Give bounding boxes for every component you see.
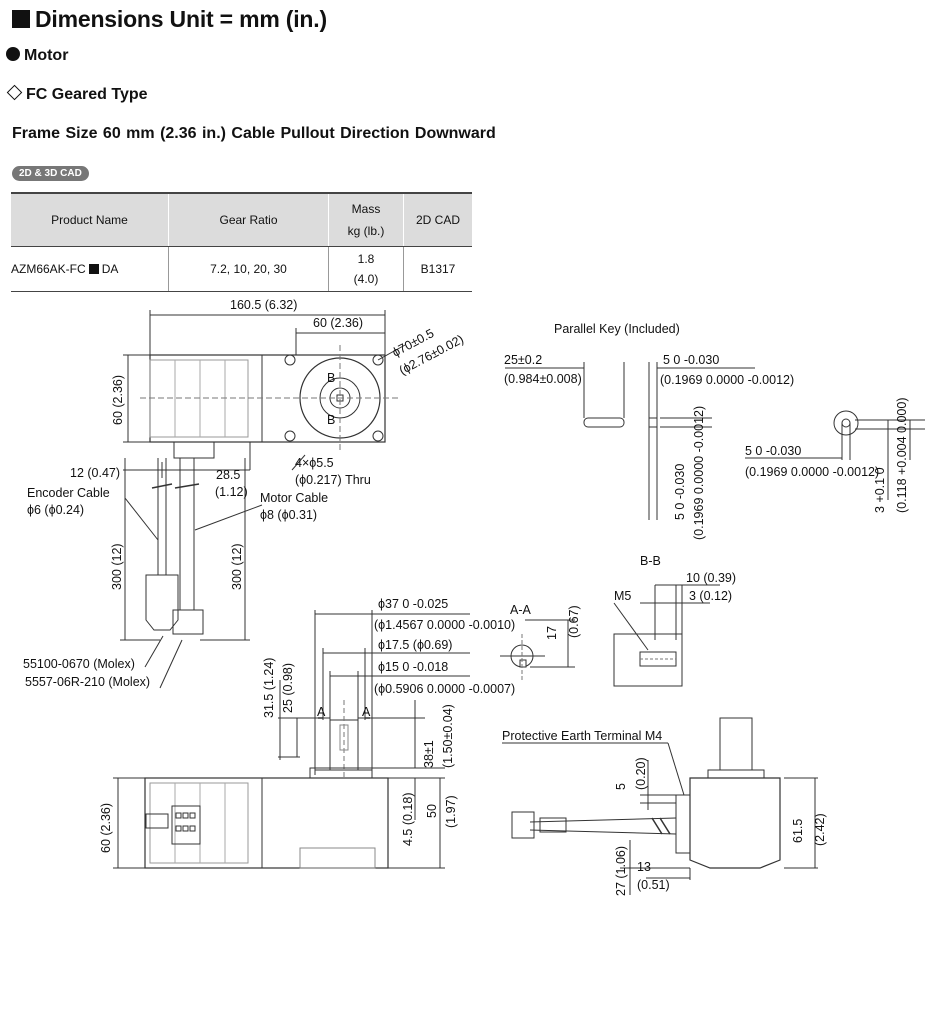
dim-label: 17 [545,626,559,640]
encoder-cable-dia: ϕ6 (ϕ0.24) [27,503,84,517]
dim-label: 25 (0.98) [281,663,295,713]
square-bullet-icon [12,10,30,28]
parallel-key-end [648,417,658,428]
parallel-key-title: Parallel Key (Included) [554,322,680,336]
molex-label: 5557-06R-210 (Molex) [25,675,150,689]
encoder-connector [145,574,179,631]
dim-label: 5 0 -0.030 [663,353,719,367]
dim-label: (ϕ1.4567 0.0000 -0.0010) [374,618,515,632]
mount-hole [284,430,296,442]
dim-label: ϕ15 0 -0.018 [378,660,448,674]
pe-terminal-block [675,794,691,854]
dim-label: 160.5 (6.32) [230,298,297,312]
dim-label: 25±0.2 [504,353,542,367]
section-label-b: B [327,371,335,385]
m5-label: M5 [614,589,631,603]
encoder-connector-bottom [145,813,169,829]
dim-label: (0.1969 0.0000 -0.0012) [745,465,879,479]
section-heading: Motor [6,47,68,65]
dim-label: ϕ37 0 -0.025 [378,597,448,611]
dim-label: 10 (0.39) [686,571,736,585]
header-gear-ratio: Gear Ratio [168,192,329,247]
page-title: Dimensions Unit = mm (in.) [12,6,327,33]
dim-label: 60 (2.36) [111,375,125,425]
dim-label: 60 (2.36) [313,316,363,330]
dim-label: (0.67) [567,605,581,638]
mount-hole [284,354,296,366]
dim-label: 3 +0.1 0 [873,467,887,513]
shaft-section-bb [613,633,683,687]
header-2d-cad: 2D CAD [403,192,472,247]
dim-label: 5 0 -0.030 [673,464,687,520]
dim-label: 60 (2.36) [99,803,113,853]
dim-label: 38±1 [422,740,436,768]
dim-label: 12 (0.47) [70,466,120,480]
section-label-a: A [317,705,326,719]
dim-label: (1.97) [444,795,458,828]
side-body-outline [689,777,781,869]
dim-label: (1.12) [215,485,248,499]
mount-hole [372,354,384,366]
dim-label: 13 [637,860,651,874]
dim-label: (0.984±0.008) [504,372,582,386]
cable-outlet [173,441,215,459]
cell-gear-ratio: 7.2, 10, 20, 30 [168,246,329,292]
motor-cable-label: Motor Cable [260,491,328,505]
mount-hole [372,430,384,442]
encoder-cable-label: Encoder Cable [27,486,110,500]
cell-mass: 1.8(4.0) [328,246,404,292]
cell-2d-cad[interactable]: B1317 [403,246,472,292]
thru-hole-label: 4×ϕ5.5 [295,456,334,470]
dim-label: 300 (12) [110,543,124,590]
motor-connector-bottom [171,805,201,845]
dim-label: 31.5 (1.24) [262,658,276,718]
pe-terminal-label: Protective Earth Terminal M4 [502,729,662,743]
motor-cable-dia: ϕ8 (ϕ0.31) [260,508,317,522]
side-shaft [719,717,753,771]
cad-badge[interactable]: 2D & 3D CAD [12,166,89,181]
motor-connector [172,609,204,635]
side-connector [511,811,535,839]
dim-label: 5 0 -0.030 [745,444,801,458]
section-label-a: A [362,705,371,719]
dim-label: (0.51) [637,878,670,892]
frame-size-line: Frame Size 60 mm (2.36 in.) Cable Pullou… [12,125,496,142]
header-product-name: Product Name [11,192,169,247]
dim-label: (0.118 +0.004 0.000) [895,398,909,514]
dim-label: 28.5 [216,468,240,482]
dim-label: 50 [425,804,439,818]
shaft-end-view [833,410,859,436]
section-bb-title: B-B [640,554,661,568]
dim-label: 61.5 [791,819,805,843]
side-connector-2 [539,817,567,833]
dim-label: 27 (1.06) [614,846,628,896]
circle-bullet-icon [6,47,20,61]
square-placeholder-icon [88,264,99,274]
motor-bottom-outline [144,777,389,869]
parallel-key-side [583,417,625,428]
dim-label: ϕ17.5 (ϕ0.69) [378,638,452,652]
dim-label: (0.1969 0.0000 -0.0012) [660,373,794,387]
gearhead-flange [309,767,373,779]
dim-label: 300 (12) [230,543,244,590]
molex-label: 55100-0670 (Molex) [23,657,135,671]
dim-label: 4.5 (0.18) [401,792,415,846]
section-label-b: B [327,413,335,427]
dim-label: 3 (0.12) [689,589,732,603]
dim-label: (1.50±0.04) [441,704,455,768]
dim-label: 5 [614,783,628,790]
dim-label: (2.42) [813,813,827,846]
dim-label: (0.20) [634,757,648,790]
dim-label: (ϕ0.5906 0.0000 -0.0007) [374,682,515,696]
dim-label: (0.1969 0.0000 -0.0012) [692,406,706,540]
thru-hole-label: (ϕ0.217) Thru [295,473,371,487]
subsection-heading: FC Geared Type [6,84,148,104]
section-aa-title: A-A [510,603,532,617]
